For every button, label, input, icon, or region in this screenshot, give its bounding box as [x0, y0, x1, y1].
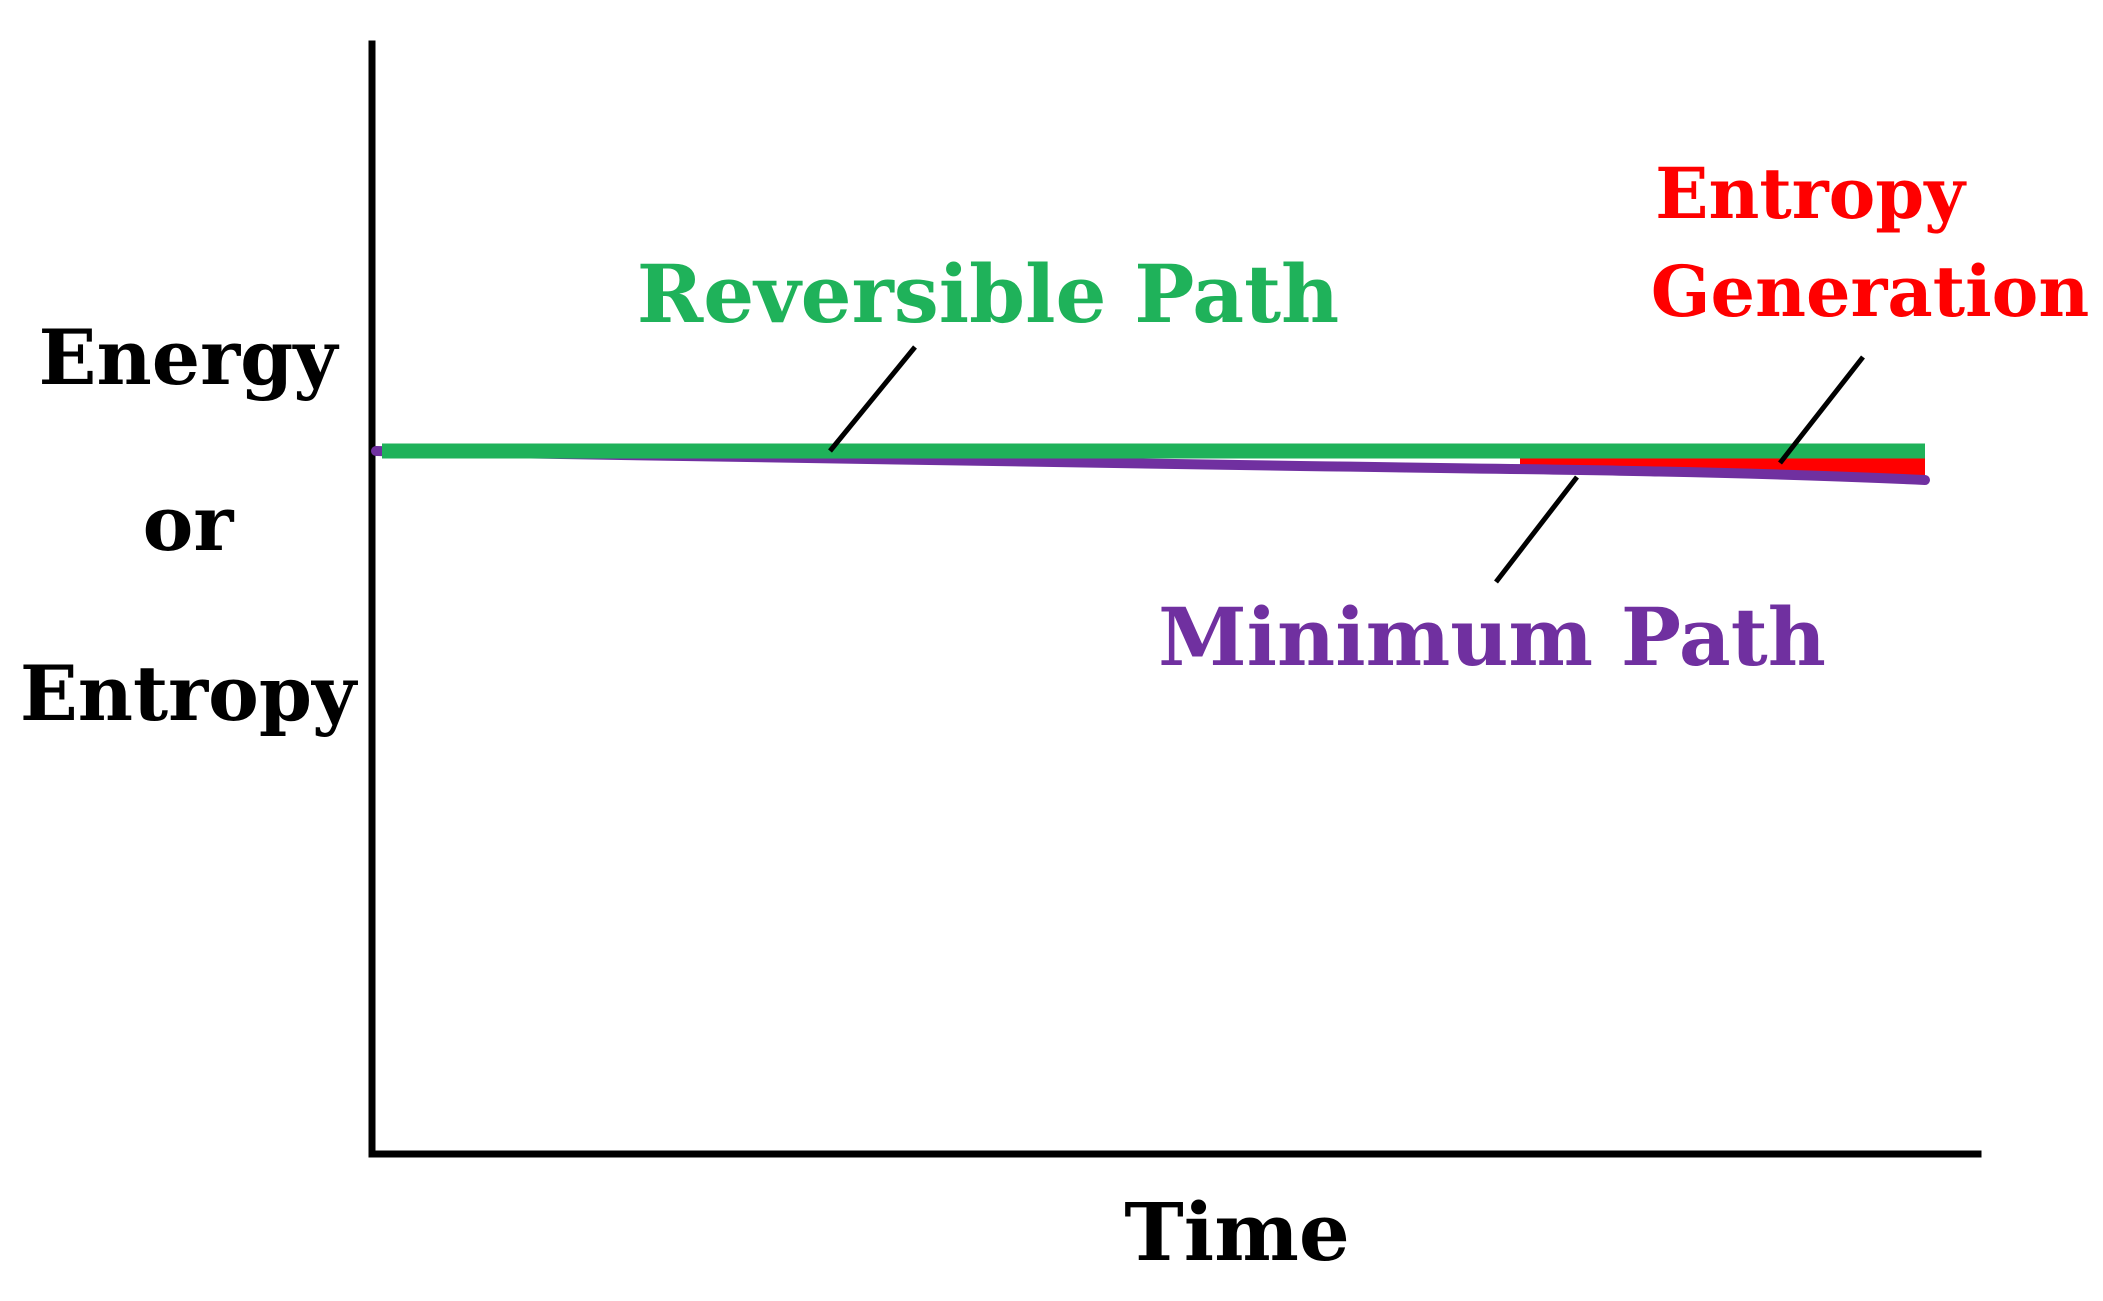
entropy-generation-label-line-1: Entropy	[1655, 152, 1967, 235]
reversible-path-label: Reversible Path	[637, 247, 1339, 341]
minimum-path-label: Minimum Path	[1158, 590, 1826, 684]
y-axis-label-line-1: Energy	[39, 313, 340, 402]
entropy-generation-label-line-2: Generation	[1651, 250, 2090, 333]
y-axis-label-line-3: Entropy	[20, 649, 358, 738]
entropy-generation-leader	[1778, 355, 1865, 465]
x-axis-label: Time	[1124, 1185, 1349, 1279]
reversible-path-leader	[828, 345, 917, 453]
minimum-path-leader	[1494, 475, 1579, 584]
y-axis-label-line-2: or	[143, 479, 235, 568]
